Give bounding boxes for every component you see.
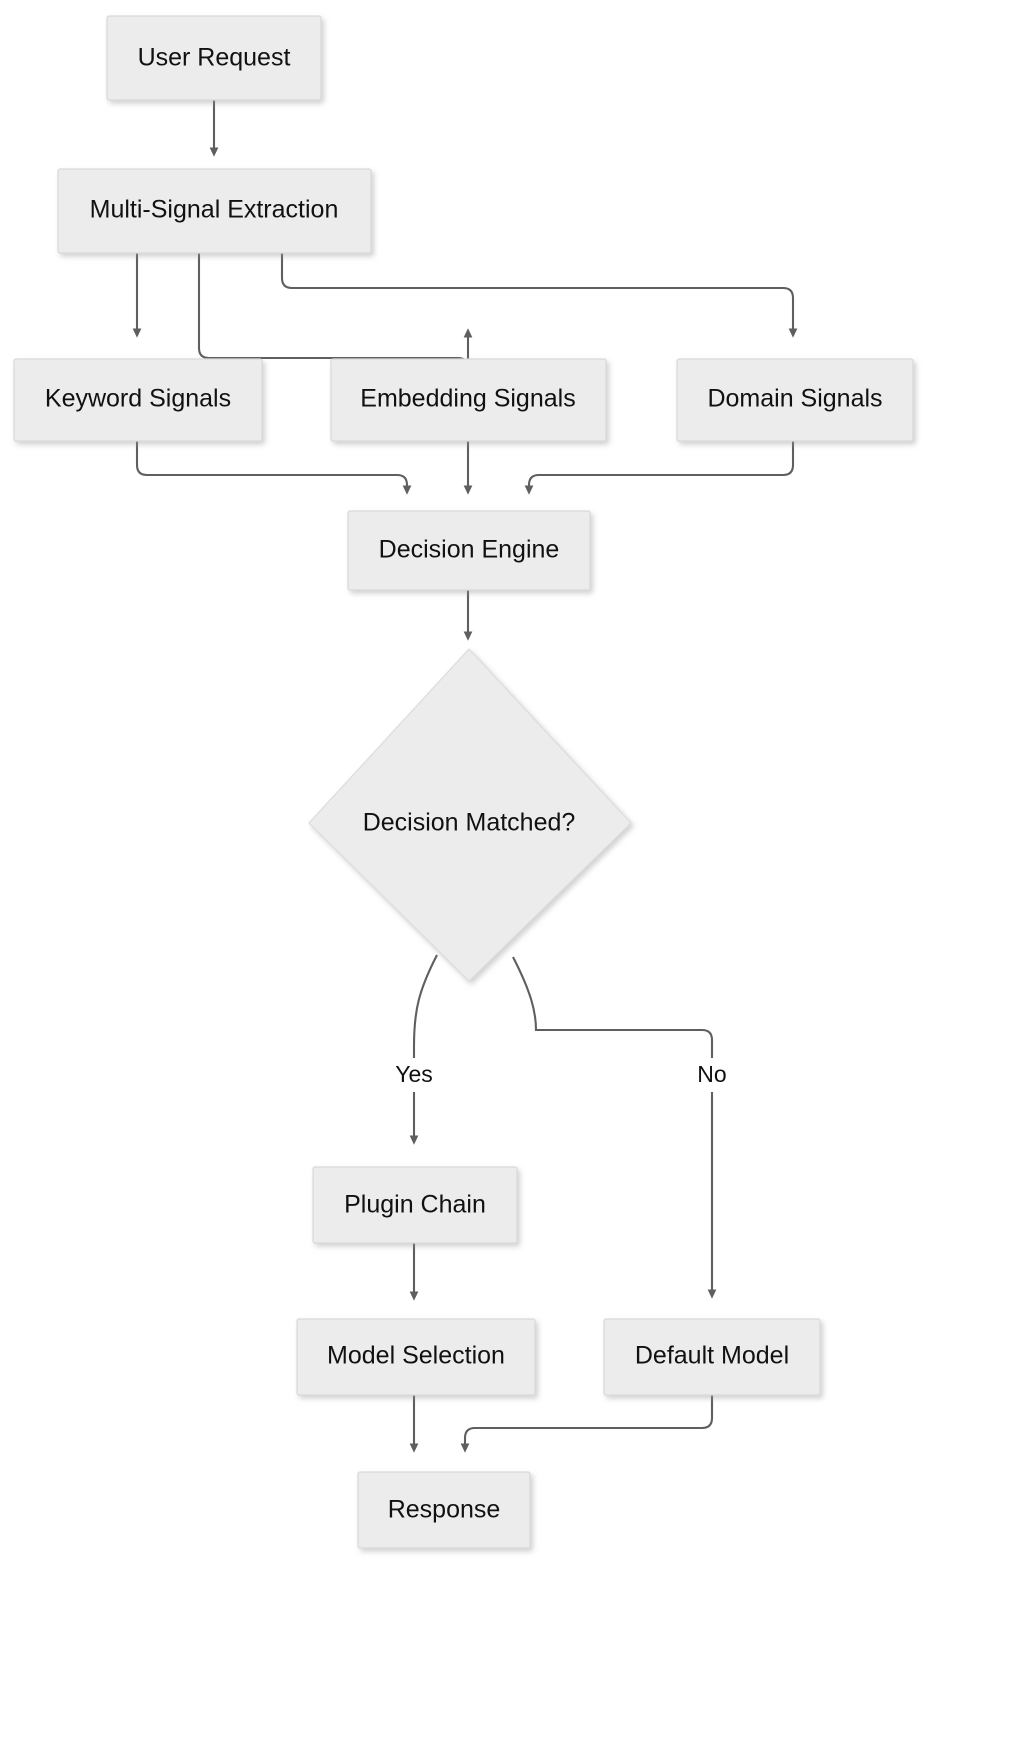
nodes-layer: User Request Multi-Signal Extraction Key…: [13, 15, 914, 1549]
node-label-user-request: User Request: [138, 44, 291, 72]
edges-layer: [132, 100, 798, 1453]
node-label-default-model: Default Model: [635, 1342, 789, 1370]
node-label-decision-matched: Decision Matched?: [363, 809, 576, 837]
node-label-multi-signal-extraction: Multi-Signal Extraction: [90, 196, 339, 224]
edge-decision-matched-to-plugin-chain: [409, 954, 438, 1145]
edge-multi-signal-to-embedding-signals: [197, 252, 473, 369]
edge-labels-layer: Yes No: [388, 1058, 736, 1092]
node-keyword-signals[interactable]: Keyword Signals: [13, 358, 263, 442]
node-user-request[interactable]: User Request: [106, 15, 322, 101]
node-embedding-signals[interactable]: Embedding Signals: [330, 358, 607, 442]
node-decision-matched[interactable]: Decision Matched?: [308, 648, 632, 982]
edge-decision-matched-to-default-model: [512, 956, 717, 1299]
no-label-backdrop: [690, 1058, 736, 1092]
edge-domain-signals-to-decision-engine: [524, 440, 795, 495]
yes-label-backdrop: [388, 1058, 442, 1092]
node-label-domain-signals: Domain Signals: [707, 385, 882, 413]
node-label-plugin-chain: Plugin Chain: [344, 1191, 486, 1219]
edge-multi-signal-to-domain-signals: [280, 252, 798, 338]
node-domain-signals[interactable]: Domain Signals: [676, 358, 914, 442]
node-plugin-chain[interactable]: Plugin Chain: [312, 1166, 518, 1244]
node-label-embedding-signals: Embedding Signals: [360, 385, 575, 413]
node-label-decision-engine: Decision Engine: [379, 536, 560, 564]
node-response[interactable]: Response: [357, 1471, 531, 1549]
edge-label-no: No: [697, 1061, 726, 1087]
edge-default-model-to-response: [460, 1393, 714, 1453]
node-label-model-selection: Model Selection: [327, 1342, 505, 1370]
node-label-response: Response: [388, 1496, 501, 1524]
node-label-keyword-signals: Keyword Signals: [45, 385, 231, 413]
node-default-model[interactable]: Default Model: [603, 1318, 821, 1396]
node-decision-engine[interactable]: Decision Engine: [347, 510, 591, 591]
edge-label-yes: Yes: [395, 1061, 433, 1087]
edge-keyword-signals-to-decision-engine: [135, 440, 412, 495]
node-model-selection[interactable]: Model Selection: [296, 1318, 536, 1396]
node-multi-signal-extraction[interactable]: Multi-Signal Extraction: [57, 168, 372, 254]
